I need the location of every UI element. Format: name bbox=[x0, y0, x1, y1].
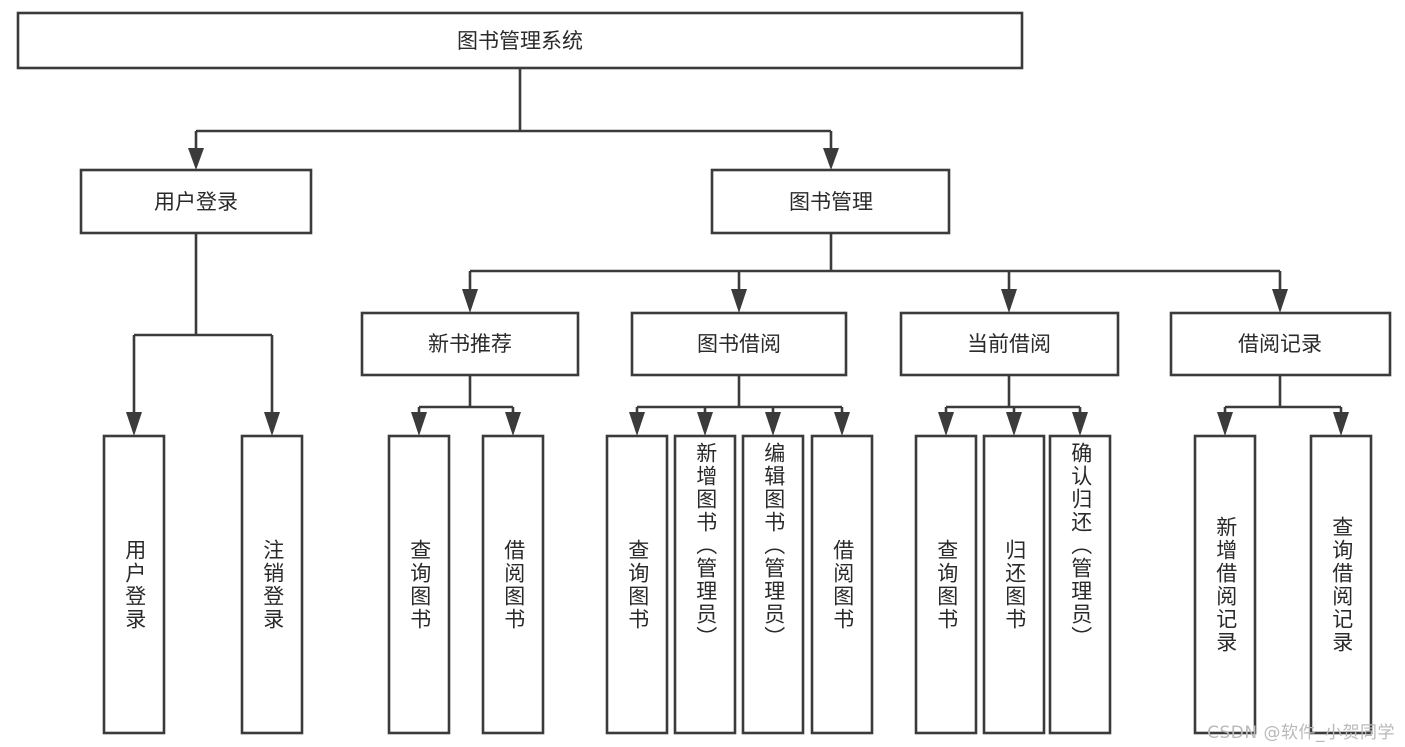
leaf-box-query-book-1[interactable] bbox=[387, 434, 451, 735]
book-management-label: 图书管理 bbox=[789, 190, 873, 214]
connector-user-login-to-leaves bbox=[126, 233, 280, 436]
leaf-box-add-record[interactable] bbox=[1193, 434, 1257, 735]
root-label: 图书管理系统 bbox=[457, 29, 583, 53]
node-user-login[interactable]: 用户登录 bbox=[79, 168, 313, 235]
arrowhead-confirm-return bbox=[1072, 412, 1088, 436]
arrowhead-book-borrow bbox=[731, 289, 747, 313]
leaf-box-confirm-return[interactable] bbox=[1048, 434, 1112, 735]
current-borrow-label: 当前借阅 bbox=[967, 332, 1051, 356]
new-book-recommend-box[interactable] bbox=[360, 311, 580, 377]
connector-current-borrow-to-leaves bbox=[938, 375, 1088, 436]
arrowhead-return-book bbox=[1006, 412, 1022, 436]
leaf-box-user-login[interactable] bbox=[102, 434, 166, 735]
leaf-box-return-book[interactable] bbox=[982, 434, 1046, 735]
leaf-box-query-book-2[interactable] bbox=[605, 434, 669, 735]
book-borrow-box[interactable] bbox=[630, 311, 848, 377]
arrowhead-borrow-book-2 bbox=[834, 412, 850, 436]
csdn-watermark: CSDN @软件_小贺同学 bbox=[1207, 723, 1395, 743]
arrowhead-query-book-1 bbox=[411, 412, 427, 436]
node-borrow-record[interactable]: 借阅记录 bbox=[1169, 311, 1392, 377]
book-borrow-label: 图书借阅 bbox=[697, 332, 781, 356]
leaf-box-add-book[interactable] bbox=[673, 434, 737, 735]
arrowhead-user-login bbox=[188, 148, 204, 170]
borrow-record-label: 借阅记录 bbox=[1238, 332, 1322, 356]
arrowhead-query-book-2 bbox=[629, 412, 645, 436]
connector-book-management-to-level3 bbox=[462, 233, 1288, 313]
node-book-management[interactable]: 图书管理 bbox=[710, 168, 951, 235]
arrowhead-add-book bbox=[697, 412, 713, 436]
current-borrow-box[interactable] bbox=[899, 311, 1120, 377]
arrowhead-borrow-book-1 bbox=[505, 412, 521, 436]
connector-root-to-level2 bbox=[188, 68, 839, 170]
connector-borrow-record-to-leaves bbox=[1217, 375, 1349, 436]
node-book-borrow[interactable]: 图书借阅 bbox=[630, 311, 848, 377]
leaf-box-borrow-book-1[interactable] bbox=[481, 434, 545, 735]
arrowhead-book-management bbox=[823, 148, 839, 170]
book-management-box[interactable] bbox=[710, 168, 951, 235]
arrowhead-query-book-3 bbox=[938, 412, 954, 436]
arrowhead-add-record bbox=[1217, 412, 1233, 436]
arrowhead-leaf-user-login bbox=[126, 412, 142, 436]
arrowhead-new-book-recommend bbox=[462, 289, 478, 313]
node-new-book-recommend[interactable]: 新书推荐 bbox=[360, 311, 580, 377]
borrow-record-box[interactable] bbox=[1169, 311, 1392, 377]
arrowhead-query-record bbox=[1333, 412, 1349, 436]
leaf-box-query-record[interactable] bbox=[1309, 434, 1373, 735]
connector-new-book-recommend-to-leaves bbox=[411, 375, 521, 436]
new-book-recommend-label: 新书推荐 bbox=[428, 332, 512, 356]
leaf-box-logout-login[interactable] bbox=[240, 434, 304, 735]
arrowhead-borrow-record bbox=[1272, 289, 1288, 313]
leaf-box-borrow-book-2[interactable] bbox=[810, 434, 874, 735]
user-login-label: 用户登录 bbox=[154, 190, 238, 214]
root-box[interactable] bbox=[16, 11, 1024, 70]
node-root[interactable]: 图书管理系统 bbox=[16, 11, 1024, 70]
leaf-boxes bbox=[102, 434, 1373, 735]
arrowhead-leaf-logout bbox=[264, 412, 280, 436]
arrowhead-edit-book bbox=[765, 412, 781, 436]
leaf-box-query-book-3[interactable] bbox=[914, 434, 978, 735]
node-current-borrow[interactable]: 当前借阅 bbox=[899, 311, 1120, 377]
leaf-box-edit-book[interactable] bbox=[741, 434, 805, 735]
connector-book-borrow-to-leaves bbox=[629, 375, 850, 436]
arrowhead-current-borrow bbox=[1001, 289, 1017, 313]
